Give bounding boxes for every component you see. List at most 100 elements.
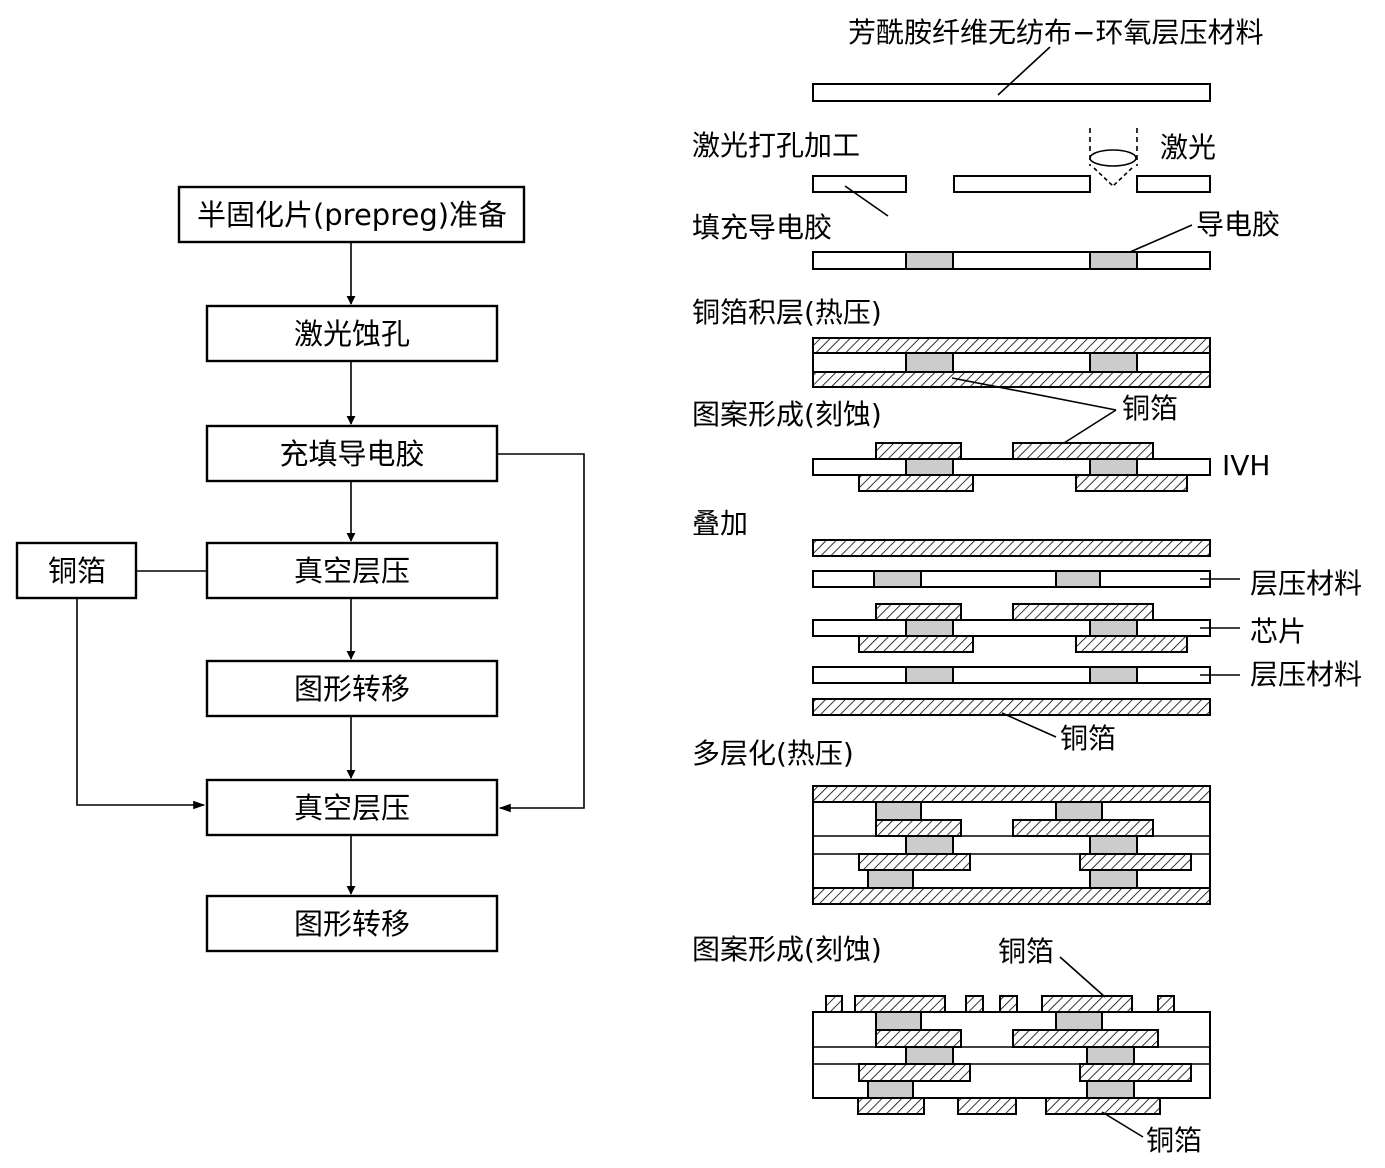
core-label: 芯片	[1250, 615, 1306, 648]
flow-step-1: 半固化片(prepreg)准备	[197, 198, 507, 232]
copper-foil	[812, 698, 1211, 716]
copper-pad	[1012, 1029, 1159, 1048]
flow-box-3	[205, 424, 499, 483]
side-input-label: 铜箔	[48, 554, 106, 588]
paste-via	[905, 458, 954, 476]
stack-leaders	[1001, 578, 1240, 738]
process-diagram	[812, 46, 1240, 1138]
laminate-label-bottom: 层压材料	[1250, 658, 1362, 691]
paste-via	[1055, 570, 1101, 588]
core-board	[812, 619, 1211, 637]
copper-foil	[812, 539, 1211, 557]
copper-pad	[858, 635, 974, 653]
paste-via	[905, 666, 954, 684]
copper-label-1: 铜箔	[1122, 392, 1178, 425]
copper-pad	[1079, 853, 1192, 871]
step-patterning-1: 图案形成(刻蚀)	[692, 398, 882, 431]
copper-pad	[1075, 474, 1188, 492]
paste-via	[867, 1080, 914, 1099]
core-board	[812, 458, 1211, 476]
flowchart-labels: 半固化片(prepreg)准备 激光蚀孔 充填导电胶 真空层压 图形转移 真空层…	[48, 198, 507, 941]
paste-via	[875, 801, 922, 821]
ivh-label: IVH	[1222, 449, 1270, 482]
copper-pad	[1012, 442, 1154, 460]
laser-label: 激光	[1160, 131, 1216, 164]
flowchart	[15, 185, 585, 953]
step-laser-drilling: 激光打孔加工	[692, 129, 860, 162]
flow-box-6	[205, 778, 499, 837]
copper-pad	[1012, 603, 1154, 621]
paste-via	[905, 1046, 954, 1065]
paste-label: 导电胶	[1196, 208, 1280, 241]
copper-pad	[858, 1063, 971, 1082]
paste-via	[1089, 251, 1138, 270]
copper-pad	[858, 474, 974, 492]
flow-step-5: 图形转移	[294, 672, 410, 706]
step-stack: 叠加	[692, 507, 748, 540]
laminate-core	[812, 352, 1211, 373]
flow-box-7	[205, 894, 499, 953]
copper-label-top: 铜箔	[998, 935, 1054, 968]
laminate-label-top: 层压材料	[1250, 567, 1362, 600]
paste-via	[875, 1011, 922, 1031]
copper-foil	[812, 337, 1211, 354]
copper-foil	[812, 887, 1211, 905]
copper-pad	[875, 1029, 962, 1048]
copper-label-stack: 铜箔	[1060, 722, 1116, 755]
laminate-sheet	[812, 666, 1211, 684]
copper-pad	[858, 853, 971, 871]
flow-step-6: 真空层压	[294, 791, 410, 825]
flow-box-1	[177, 185, 526, 244]
copper-pad	[1075, 635, 1188, 653]
paste-via	[905, 352, 954, 373]
final-leaders	[1059, 956, 1144, 1138]
leader-paste	[1129, 224, 1193, 253]
paste-via	[905, 251, 954, 270]
outer-pads-top	[825, 995, 1175, 1013]
step-patterning-2: 图案形成(刻蚀)	[692, 933, 882, 966]
flow-step-2: 激光蚀孔	[294, 317, 410, 351]
flow-step-7: 图形转移	[294, 907, 410, 941]
paste-via	[905, 835, 954, 855]
filled-laminate	[812, 251, 1211, 270]
material-title: 芳酰胺纤维无纺布−环氧层压材料	[848, 16, 1263, 49]
flow-step-4: 真空层压	[294, 554, 410, 588]
flow-arrows	[76, 242, 585, 895]
paste-via	[873, 570, 922, 588]
flow-step-3: 充填导电胶	[279, 437, 424, 471]
copper-pad	[875, 442, 962, 460]
paste-via	[1089, 666, 1138, 684]
paste-via	[1089, 458, 1138, 476]
step-fill-paste: 填充导电胶	[692, 211, 832, 244]
leader-drilling	[844, 185, 889, 217]
leader-copper-1	[1063, 409, 1117, 444]
laser-icon	[1089, 128, 1138, 187]
paste-via	[1086, 1080, 1135, 1099]
side-box-copper	[15, 541, 138, 600]
flow-box-4	[205, 541, 499, 600]
paste-via	[1086, 1046, 1135, 1065]
flow-box-2	[205, 304, 499, 363]
paste-via	[1089, 835, 1138, 855]
copper-pad	[1012, 819, 1154, 837]
leader-material	[997, 46, 1051, 96]
paste-via	[1055, 1011, 1103, 1031]
copper-foil	[812, 371, 1211, 388]
step-copper-lamination: 铜箔积层(热压)	[692, 296, 882, 329]
paste-via	[905, 619, 954, 637]
laminate-sheet	[812, 570, 1211, 588]
paste-via	[1089, 619, 1138, 637]
leader-copper-1	[951, 377, 1117, 411]
copper-pad	[1079, 1063, 1192, 1082]
paste-via	[867, 869, 914, 889]
copper-pad	[875, 603, 962, 621]
process-labels: 芳酰胺纤维无纺布−环氧层压材料 激光打孔加工 激光 填充导电胶 导电胶 铜箔积层…	[692, 16, 1362, 1157]
flow-box-5	[205, 659, 499, 718]
outer-pads-bottom	[857, 1097, 1161, 1115]
copper-pad	[875, 819, 962, 837]
step-multilayer: 多层化(热压)	[692, 737, 854, 770]
paste-via	[1055, 801, 1103, 821]
copper-label-bottom: 铜箔	[1146, 1124, 1202, 1157]
copper-foil	[812, 785, 1211, 803]
base-laminate	[812, 83, 1211, 102]
